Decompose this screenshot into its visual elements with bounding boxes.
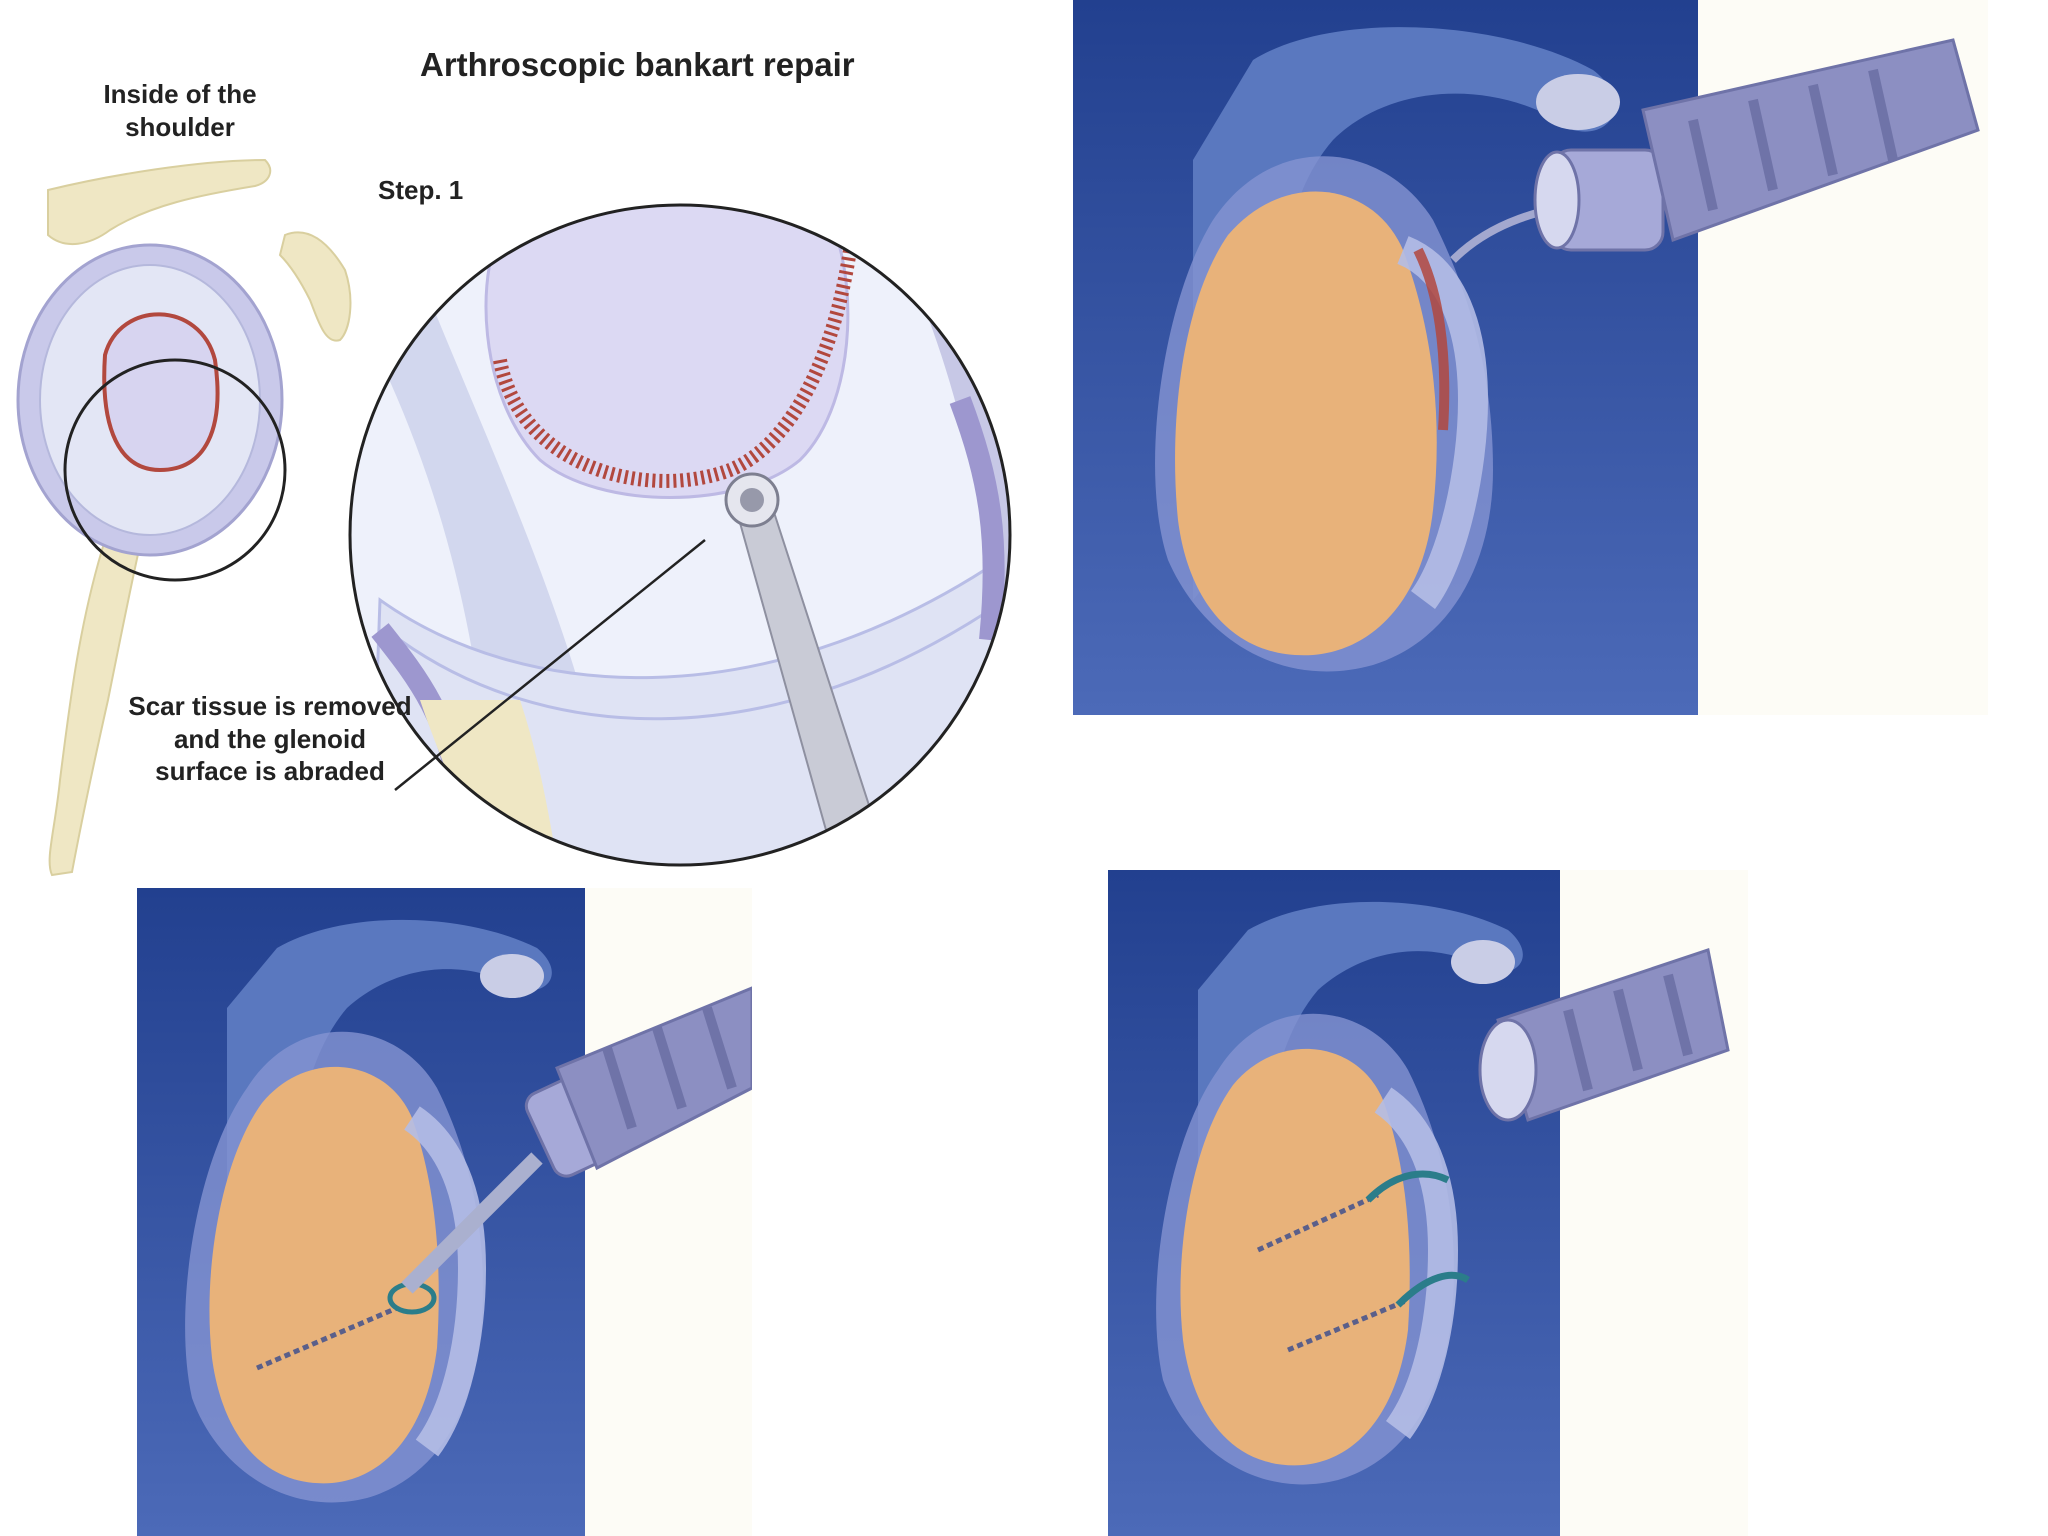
completed-repair-illustration [1108,870,1748,1536]
bankart-step1-illustration [0,0,1060,890]
suture-step-illustration [137,888,752,1536]
inside-shoulder-label: Inside of the shoulder [103,79,257,142]
diagram-title: Arthroscopic bankart repair [420,46,855,83]
step-label: Step. 1 [378,175,464,205]
scar-tissue-label: Scar tissue is removed and the glenoid s… [128,691,412,786]
drill-step-illustration [1073,0,1988,715]
